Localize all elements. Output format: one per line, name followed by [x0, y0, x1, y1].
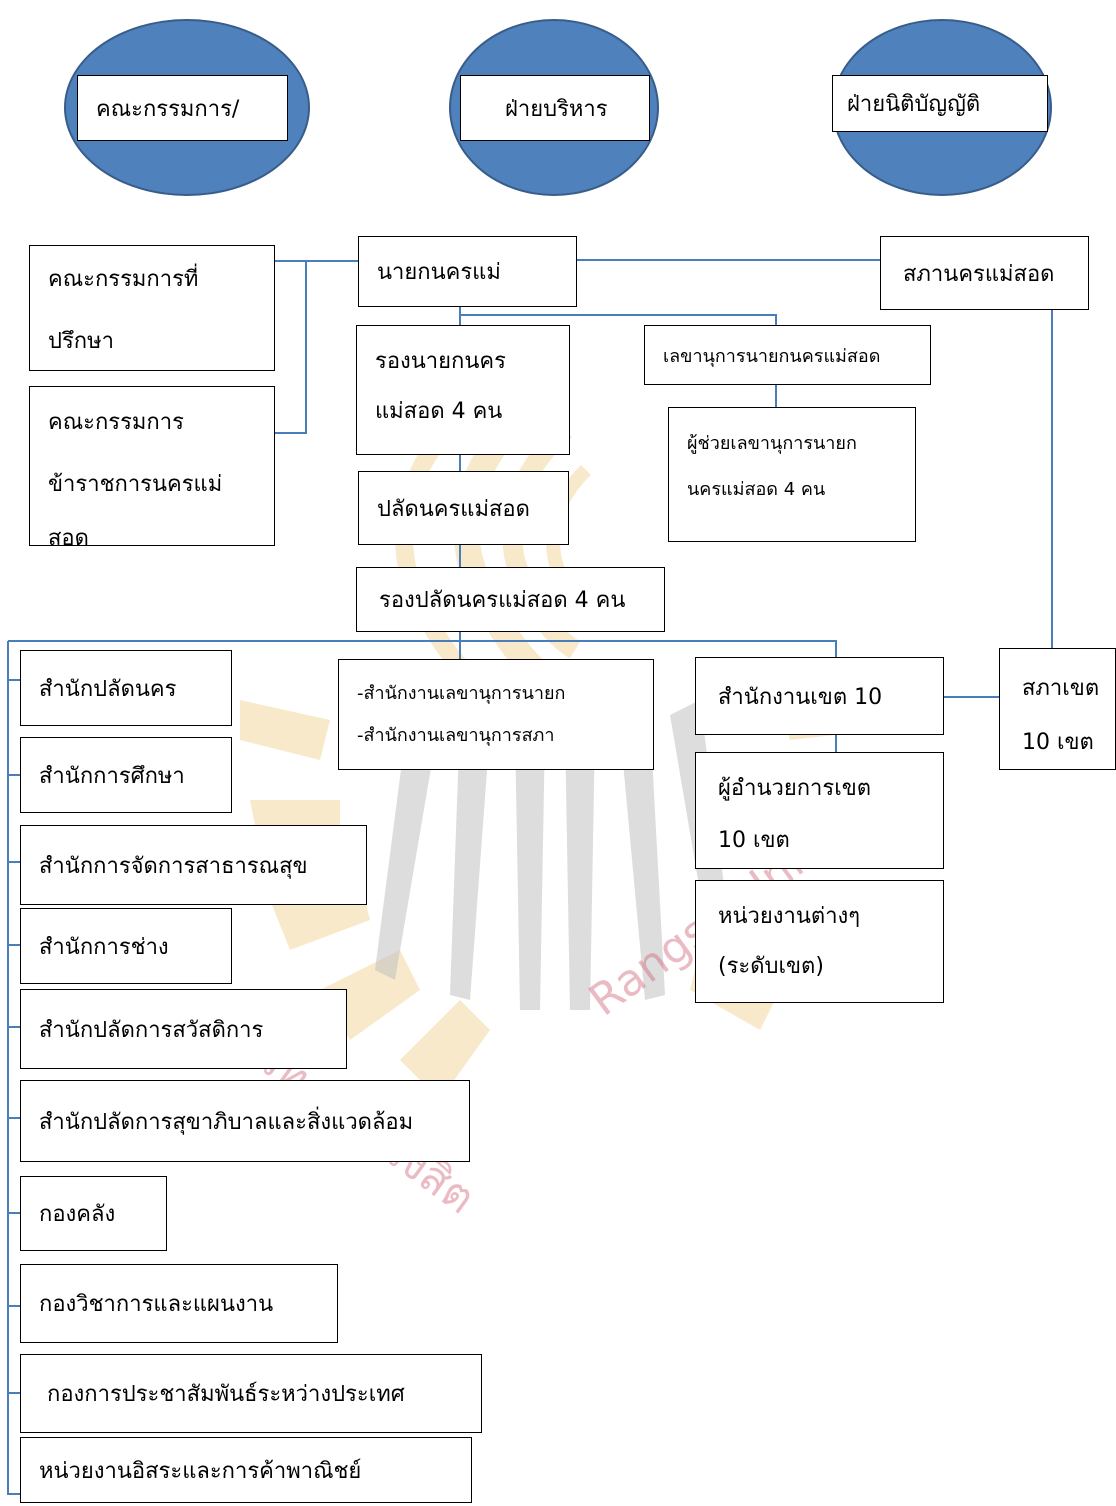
district-directors-box: ผู้อำนวยการเขต 10 เขต — [695, 752, 944, 869]
department-box: สำนักปลัดการสวัสดิการ — [20, 989, 347, 1069]
city-clerk-box: ปลัดนครแม่สอด — [358, 471, 569, 545]
department-box: กองวิชาการและแผนงาน — [20, 1264, 338, 1343]
civil-service-committee-box: คณะกรรมการ ข้าราชการนครแม่ สอด — [29, 386, 275, 546]
district-councils-line1: สภาเขต — [1022, 676, 1100, 701]
department-box: สำนักปลัดการสุขาภิบาลและสิ่งแวดล้อม — [20, 1080, 470, 1162]
council-box: สภานครแม่สอด — [880, 236, 1089, 310]
secretary-offices-line2: -สำนักงานเลขานุการสภา — [357, 725, 555, 746]
mayor-box: นายกนครแม่ — [358, 236, 577, 307]
department-box: กองคลัง — [20, 1176, 167, 1251]
advisory-committee-box: คณะกรรมการที่ ปรึกษา — [29, 245, 275, 371]
deputy-mayors-line1: รองนายกนคร — [375, 349, 506, 374]
assistant-secretaries-line1: ผู้ช่วยเลขานุการนายก — [687, 433, 857, 454]
district-councils-box: สภาเขต 10 เขต — [999, 648, 1116, 770]
civil-service-committee-line3: สอด — [48, 526, 89, 546]
advisory-committee-line1: คณะกรรมการที่ — [48, 267, 199, 292]
deputy-clerks-box: รองปลัดนครแม่สอด 4 คน — [356, 567, 665, 632]
district-units-line1: หน่วยงานต่างๆ — [718, 904, 861, 929]
deputy-mayors-line2: แม่สอด 4 คน — [375, 399, 503, 424]
department-box: สำนักการช่าง — [20, 908, 232, 984]
district-office-box: สำนักงานเขต 10 — [695, 657, 944, 735]
mayor-secretary-box: เลขานุการนายกนครแม่สอด — [644, 325, 931, 385]
district-units-line2: (ระดับเขต) — [718, 954, 824, 979]
district-units-box: หน่วยงานต่างๆ (ระดับเขต) — [695, 880, 944, 1003]
department-box: กองการประชาสัมพันธ์ระหว่างประเทศ — [20, 1354, 482, 1433]
secretary-offices-box: -สำนักงานเลขานุการนายก -สำนักงานเลขานุกา… — [338, 659, 654, 770]
district-directors-line1: ผู้อำนวยการเขต — [718, 776, 872, 801]
secretary-offices-line1: -สำนักงานเลขานุการนายก — [357, 683, 566, 704]
civil-service-committee-line2: ข้าราชการนครแม่ — [48, 472, 223, 497]
district-councils-line2: 10 เขต — [1022, 730, 1094, 755]
deputy-mayors-box: รองนายกนคร แม่สอด 4 คน — [356, 325, 570, 455]
assistant-secretaries-box: ผู้ช่วยเลขานุการนายก นครแม่สอด 4 คน — [668, 407, 916, 542]
department-box: สำนักการศึกษา — [20, 737, 232, 813]
district-directors-line2: 10 เขต — [718, 828, 790, 853]
civil-service-committee-line1: คณะกรรมการ — [48, 410, 184, 435]
committee-label: คณะกรรมการ/ — [77, 75, 288, 141]
department-box: สำนักปลัดนคร — [20, 650, 232, 726]
assistant-secretaries-line2: นครแม่สอด 4 คน — [687, 479, 826, 500]
advisory-committee-line2: ปรึกษา — [48, 329, 114, 354]
legislative-label: ฝ่ายนิติบัญญัติ — [832, 75, 1048, 132]
department-box: หน่วยงานอิสระและการค้าพาณิชย์ — [20, 1437, 472, 1503]
department-box: สำนักการจัดการสาธารณสุข — [20, 825, 367, 905]
executive-label: ฝ่ายบริหาร — [460, 75, 650, 141]
